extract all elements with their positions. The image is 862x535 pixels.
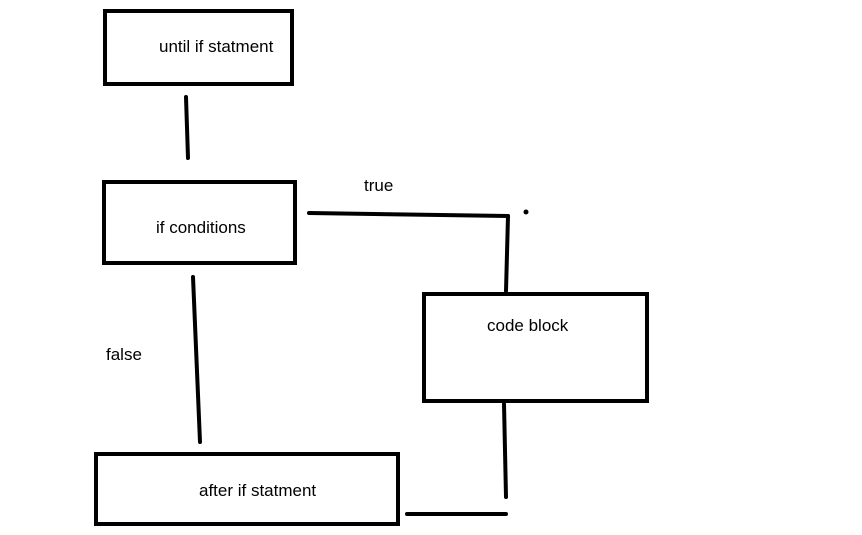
connector-true-horizontal [307,211,510,218]
node-until-if-statement [103,9,294,86]
node-after-label: after if statment [199,481,317,500]
node-after-if-statement [94,452,400,526]
connector-false-vertical [191,275,202,444]
connector-until-to-conditions [184,95,190,160]
connector-codeblock-down [502,402,508,499]
node-if-conditions [102,180,297,265]
connector-true-vertical [504,214,510,293]
node-code-block [422,292,649,403]
node-code-block-label: code block [487,316,569,335]
edge-true-label: true [364,176,394,195]
stray-dot [523,209,529,215]
edge-false-label: false [106,345,142,364]
node-conditions-label: if conditions [156,218,246,237]
node-until-label: until if statment [159,37,274,56]
